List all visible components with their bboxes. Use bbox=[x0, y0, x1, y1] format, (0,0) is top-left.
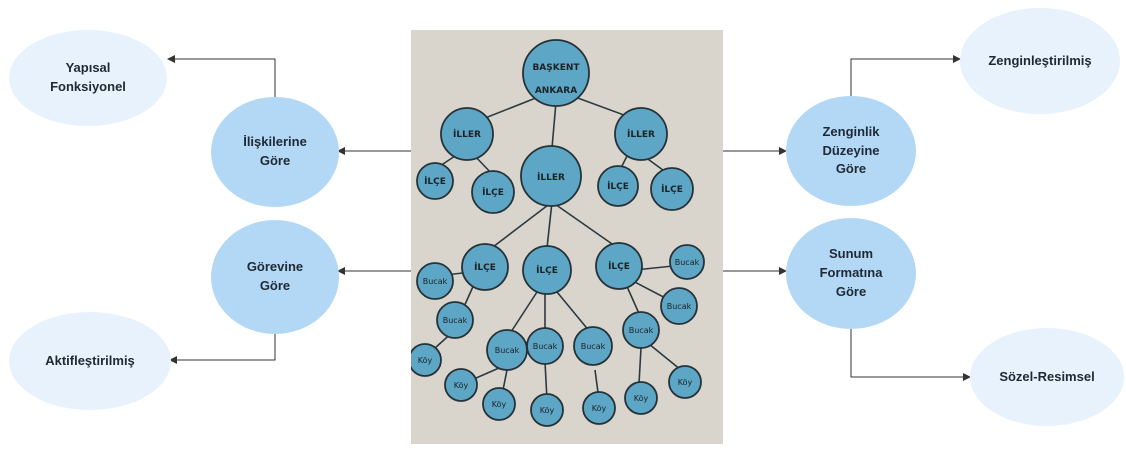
district-label-7: İLÇE bbox=[608, 261, 630, 272]
village-circle-4 bbox=[530, 393, 564, 427]
subdistrict-circle-6 bbox=[622, 311, 660, 349]
district-circle-3 bbox=[597, 165, 639, 207]
richness-node: Zenginlik Düzeyine Göre bbox=[786, 96, 916, 206]
province-circle-1 bbox=[440, 107, 494, 161]
district-circle-2 bbox=[471, 170, 515, 214]
district-circle-5 bbox=[461, 243, 509, 291]
village-label-4: Köy bbox=[540, 406, 555, 415]
subdistrict-label-6: Bucak bbox=[629, 326, 654, 335]
village-label-3: Köy bbox=[492, 400, 507, 409]
district-label-3: İLÇE bbox=[607, 181, 629, 192]
village-label-6: Köy bbox=[634, 394, 649, 403]
district-circle-7 bbox=[595, 242, 643, 290]
connector-relations-to-structural bbox=[167, 55, 276, 97]
enriched-label: Zenginleştirilmiş bbox=[988, 52, 1092, 68]
village-label-5: Köy bbox=[592, 404, 607, 413]
connector-format-to-verbal bbox=[850, 329, 971, 381]
subdistrict-label-7: Bucak bbox=[667, 302, 692, 311]
district-label-6: İLÇE bbox=[536, 265, 558, 276]
subdistrict-label-4: Bucak bbox=[533, 342, 558, 351]
capital-label-2: ANKARA bbox=[535, 86, 577, 96]
subdistrict-label-2: Bucak bbox=[443, 316, 468, 325]
province-label-2: İLLER bbox=[537, 172, 565, 183]
village-label-7: Köy bbox=[678, 378, 693, 387]
relations-label: İlişkilerine Göre bbox=[243, 134, 307, 168]
district-circle-6 bbox=[522, 245, 572, 295]
village-circle-3 bbox=[482, 387, 516, 421]
subdistrict-circle-1 bbox=[416, 262, 454, 300]
village-circle-2 bbox=[444, 368, 478, 402]
district-label-1: İLÇE bbox=[424, 176, 446, 187]
village-circle-6 bbox=[624, 381, 658, 415]
format-label: Sunum Formatına Göre bbox=[819, 246, 883, 299]
district-label-2: İLÇE bbox=[482, 187, 504, 198]
village-circle-5 bbox=[582, 391, 616, 425]
district-label-4: İLÇE bbox=[661, 184, 683, 195]
province-label-1: İLLER bbox=[453, 129, 481, 140]
province-circle-3 bbox=[614, 107, 668, 161]
province-circle-2 bbox=[520, 145, 582, 207]
hierarchy-photo: BAŞKENT ANKARA İLLER İLLER İLLER İLÇE İL… bbox=[411, 30, 723, 444]
district-circle-1 bbox=[416, 162, 454, 200]
subdistrict-label-3: Bucak bbox=[495, 346, 520, 355]
province-label-3: İLLER bbox=[627, 129, 655, 140]
subdistrict-circle-4 bbox=[526, 327, 564, 365]
village-circle-1 bbox=[411, 343, 442, 377]
capital-circle bbox=[522, 39, 590, 107]
district-circle-4 bbox=[650, 167, 694, 211]
village-label-1: Köy bbox=[418, 356, 433, 365]
connector-duty-to-activated bbox=[169, 334, 276, 364]
duty-label: Görevine Göre bbox=[246, 259, 304, 293]
subdistrict-label-5: Bucak bbox=[581, 342, 606, 351]
duty-node: Görevine Göre bbox=[211, 220, 339, 334]
format-node: Sunum Formatına Göre bbox=[786, 218, 916, 329]
relations-node: İlişkilerine Göre bbox=[211, 97, 339, 207]
connector-richness-to-enriched bbox=[850, 55, 961, 96]
village-label-2: Köy bbox=[454, 381, 469, 390]
capital-label: BAŞKENT bbox=[532, 63, 580, 73]
activated-label: Aktifleştirilmiş bbox=[45, 352, 135, 368]
structural-functional-node: Yapısal Fonksiyonel bbox=[9, 30, 167, 126]
enriched-node: Zenginleştirilmiş bbox=[960, 8, 1120, 114]
subdistrict-label-8: Bucak bbox=[675, 258, 700, 267]
activated-node: Aktifleştirilmiş bbox=[9, 312, 171, 410]
subdistrict-circle-7 bbox=[660, 287, 698, 325]
subdistrict-circle-8 bbox=[669, 244, 705, 280]
verbal-pictorial-node: Sözel-Resimsel bbox=[970, 328, 1124, 426]
village-circle-7 bbox=[668, 365, 702, 399]
subdistrict-circle-5 bbox=[573, 326, 613, 366]
subdistrict-circle-2 bbox=[436, 301, 474, 339]
photo-nodes bbox=[411, 39, 705, 427]
richness-label: Zenginlik Düzeyine Göre bbox=[822, 123, 880, 177]
subdistrict-label-1: Bucak bbox=[423, 277, 448, 286]
district-label-5: İLÇE bbox=[474, 262, 496, 273]
verbal-pictorial-label: Sözel-Resimsel bbox=[999, 368, 1095, 384]
structural-functional-label: Yapısal Fonksiyonel bbox=[50, 60, 126, 94]
